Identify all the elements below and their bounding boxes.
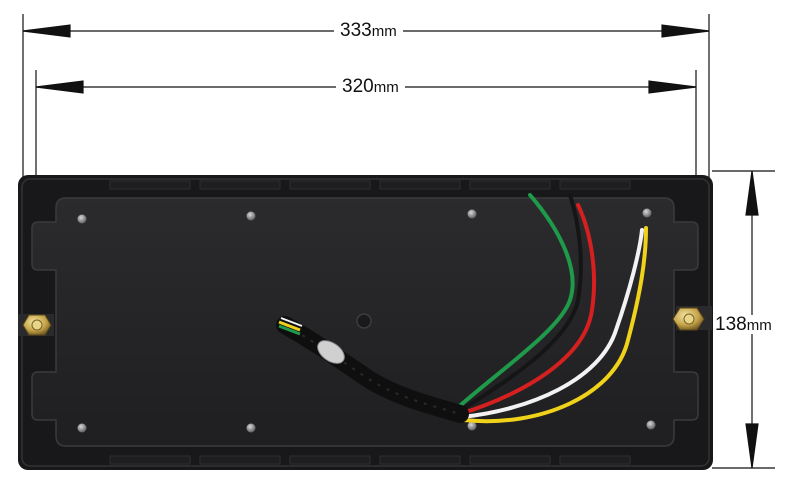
screw-icon	[467, 209, 477, 219]
inner-width-label: 320mm	[336, 77, 405, 96]
height-unit: mm	[746, 317, 772, 334]
screw-icon	[77, 423, 87, 433]
height-value: 138	[715, 314, 747, 335]
wire-black	[456, 193, 583, 414]
main-cable	[276, 316, 469, 423]
wire-red	[458, 203, 596, 416]
arrowhead-left	[35, 80, 84, 94]
center-hole	[356, 313, 372, 329]
wire-green	[453, 193, 575, 412]
mounting-stud-left	[18, 314, 54, 336]
screw-icon	[646, 420, 656, 430]
wire-harness	[453, 193, 648, 424]
wire-yellow	[462, 226, 648, 424]
mounting-stud-right	[672, 306, 712, 331]
wire-white	[460, 228, 644, 419]
arrowhead-top	[745, 170, 759, 216]
cable-end-wires	[278, 317, 303, 336]
overall-width-value: 333	[340, 20, 372, 41]
screw-icon	[642, 208, 652, 218]
inner-width-value: 320	[342, 76, 374, 97]
height-label: 138mm	[713, 315, 774, 334]
screw-icon	[467, 421, 477, 431]
cable-clip	[317, 340, 345, 364]
arrowhead-left	[22, 24, 71, 38]
housing-rim-ribs	[109, 180, 631, 465]
overall-width-unit: mm	[371, 23, 397, 40]
overall-width-label: 333mm	[334, 21, 403, 40]
screw-icon	[77, 214, 87, 224]
screw-icon	[246, 211, 256, 221]
arrowhead-right	[661, 24, 710, 38]
inner-width-unit: mm	[373, 79, 399, 96]
screw-icon	[246, 423, 256, 433]
arrowhead-bottom	[745, 423, 759, 469]
screws	[77, 208, 656, 433]
arrowhead-right	[648, 80, 697, 94]
